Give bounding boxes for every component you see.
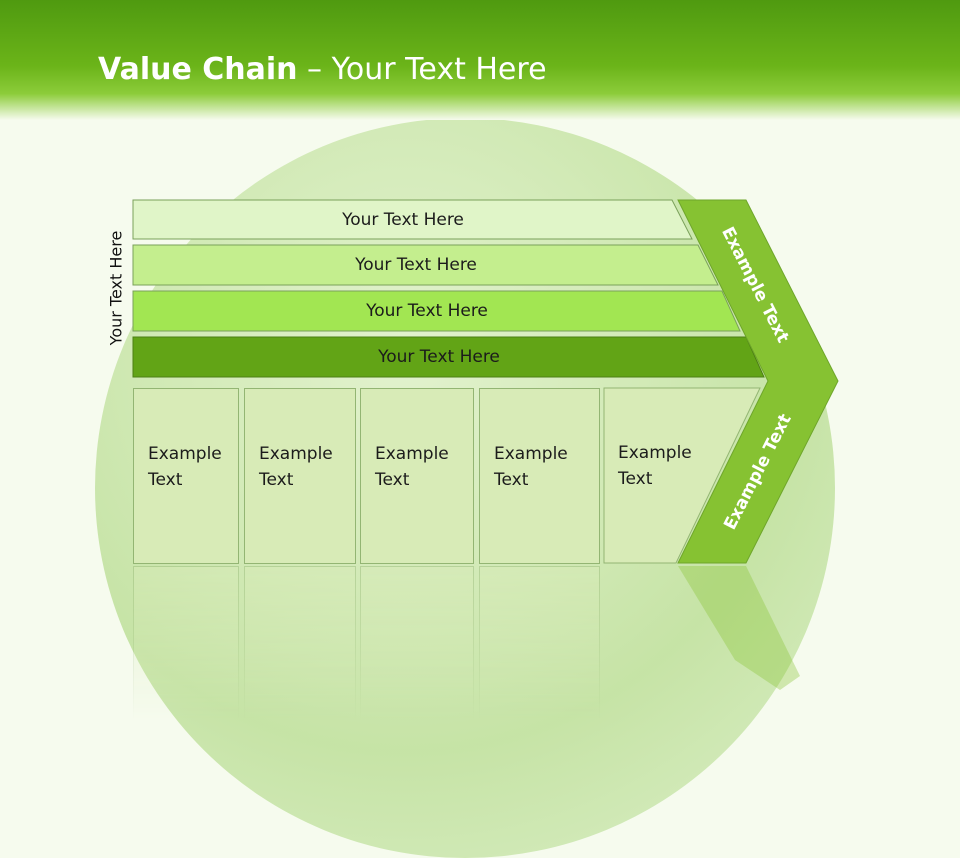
- column-3-line1: Example: [375, 444, 449, 464]
- column-1-line1: Example: [148, 444, 222, 464]
- bar-4: Your Text Here: [133, 337, 765, 377]
- column-1-line2: Text: [148, 470, 183, 490]
- bar-4-shape: [132, 336, 765, 378]
- bar-1-shape: [132, 199, 693, 240]
- bar-2-shape: [132, 244, 719, 286]
- value-chain-shapes: [132, 199, 839, 690]
- title-bold: Value Chain: [98, 52, 298, 87]
- header-band: [0, 0, 960, 120]
- column-2-line1: Example: [259, 444, 333, 464]
- column-4-line2: Text: [494, 470, 529, 490]
- bar-2: Your Text Here: [133, 245, 719, 285]
- column-3-line2: Text: [375, 470, 410, 490]
- bar-1: Your Text Here: [133, 200, 693, 239]
- bar-3: Your Text Here: [133, 291, 741, 331]
- chevron-shape: [677, 199, 839, 564]
- title-rest: – Your Text Here: [297, 52, 547, 87]
- chevron-reflection: [678, 566, 800, 690]
- column-5-line2: Text: [618, 469, 653, 489]
- bar-3-shape: [132, 290, 741, 332]
- bar-3-label: Your Text Here: [366, 301, 488, 321]
- column-4-line1: Example: [494, 444, 568, 464]
- bar-2-label: Your Text Here: [355, 255, 477, 275]
- column-2-line2: Text: [259, 470, 294, 490]
- bar-4-label: Your Text Here: [378, 347, 500, 367]
- column-5-shape: [603, 387, 761, 564]
- page-title: Value Chain – Your Text Here: [98, 52, 547, 87]
- column-5-line1: Example: [618, 443, 692, 463]
- bar-1-label: Your Text Here: [342, 209, 464, 230]
